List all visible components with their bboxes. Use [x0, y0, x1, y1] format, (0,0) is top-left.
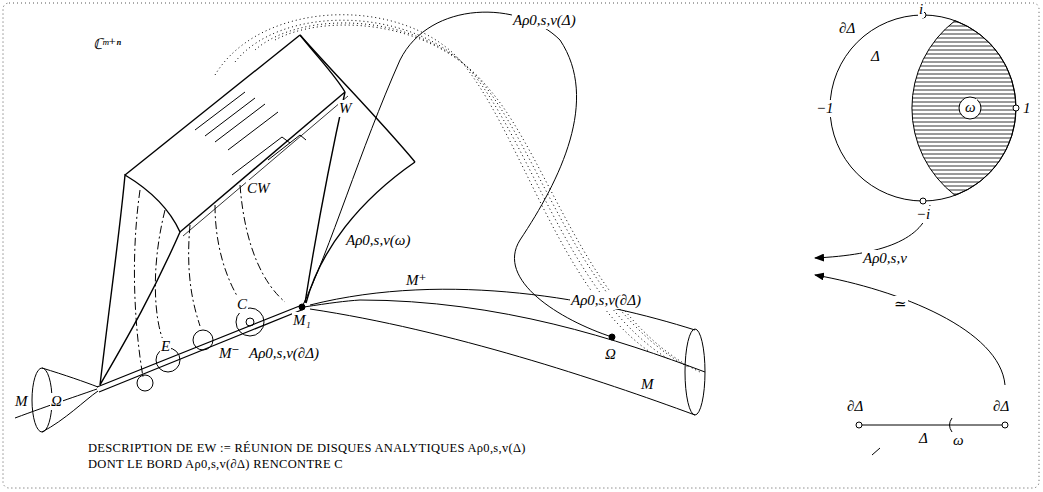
- math-label: Ω: [50, 393, 63, 410]
- math-label: ℂᵐ⁺ⁿ: [92, 36, 122, 53]
- math-label: ∂Δ: [992, 398, 1010, 415]
- math-label: i: [918, 1, 924, 18]
- cone-lines: [195, 92, 306, 175]
- math-label: Aρ0,s,v(Δ): [512, 12, 577, 29]
- math-label: M⁺: [405, 272, 427, 289]
- math-label: M: [640, 376, 655, 393]
- core-circles: [137, 304, 615, 391]
- math-label: Ω: [604, 346, 617, 363]
- dotted-disks: [215, 15, 700, 372]
- math-label: CW: [246, 180, 271, 197]
- dotted-frame: [3, 3, 1039, 488]
- math-label: M₁: [292, 312, 312, 329]
- math-label: Aρ0,s,v(∂Δ): [248, 345, 320, 362]
- interval: [856, 418, 1008, 455]
- math-label: Δ: [918, 430, 929, 447]
- math-label: −i: [915, 206, 931, 223]
- wedge-W: [100, 35, 415, 385]
- manifold-tube: [15, 289, 705, 432]
- math-label: ∂Δ: [846, 398, 864, 415]
- disk-boundary: [302, 12, 612, 337]
- math-label: Aρ0,s,v(ω): [345, 232, 411, 249]
- math-label: ω: [964, 99, 977, 116]
- map-arrows: [815, 205, 1005, 385]
- math-label: E: [160, 338, 171, 355]
- math-label: ∂Δ: [838, 20, 856, 37]
- figure-caption: DESCRIPTION DE EW := RÉUNION DE DISQUES …: [88, 440, 528, 472]
- math-label: ω: [952, 432, 965, 449]
- math-label: Δ: [870, 48, 881, 65]
- math-label: M⁻: [218, 345, 240, 362]
- math-label: W: [338, 100, 353, 117]
- math-label: M: [14, 393, 29, 410]
- math-label: Aρ0,s,v: [862, 250, 908, 267]
- math-label: Aρ0,s,v(∂Δ): [570, 292, 642, 309]
- math-label: ≃: [893, 296, 908, 313]
- math-label: 1: [1022, 100, 1032, 117]
- math-label: C: [236, 296, 248, 313]
- unit-disk: [827, 12, 1019, 204]
- math-label: −1: [815, 100, 835, 117]
